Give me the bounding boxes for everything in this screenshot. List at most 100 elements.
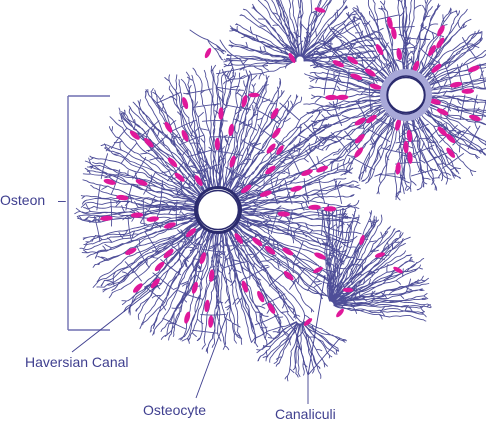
osteocyte-lacuna [387,16,393,29]
osteocyte-lacuna [282,247,294,256]
osteocyte-lacuna [412,60,420,73]
haversian-canal-leader [71,284,159,353]
osteocyte-lacuna [194,175,203,186]
osteocyte-lacuna [129,130,140,140]
osteocyte-lacuna [393,266,403,274]
osteocyte-lacuna [374,252,386,258]
osteocyte-lacuna [154,261,165,272]
osteocyte-lacuna [354,147,364,158]
osteocyte-lacuna [354,117,366,126]
osteocyte-lacuna [359,234,365,246]
osteocyte-lacuna [228,123,234,137]
osteon-bracket [67,95,110,331]
osteocyte-lacuna [218,107,224,120]
canaliculi-lines [74,0,486,382]
osteocyte-lacuna [406,129,413,143]
canaliculi-leader [294,274,341,404]
osteocyte-lacuna [396,47,402,61]
osteocyte-lacuna [132,283,143,293]
canaliculi-network [74,0,486,382]
osteocyte-lacuna [436,37,445,49]
osteocyte-lacuna [336,94,349,101]
osteocyte-lacuna [167,157,178,168]
osteocyte-lacuna [395,162,401,175]
osteon-label-dash: – [58,192,66,208]
haversian-canal-wall [380,69,432,121]
osteocyte-label: Osteocyte [143,402,207,418]
osteocyte-lacuna [366,114,377,124]
osteocyte-lacuna [468,65,480,73]
osteocyte-lacuna [163,248,174,259]
osteocyte-lacuna [313,266,323,274]
osteocyte-lacuna [354,134,365,144]
haversian-canal-lumen [196,189,240,231]
osteocyte-lacuna [130,212,144,218]
osteocyte-lacuna [469,114,481,122]
osteocyte-lacuna [314,252,326,260]
osteocyte-lacuna [252,237,263,247]
osteocyte-lacuna [350,73,363,81]
osteocyte-lacuna [446,147,456,158]
osteocyte-lacuna [437,126,448,137]
osteocyte-lacuna [403,140,409,154]
osteocyte-lacuna [229,155,236,168]
osteocyte-lacuna [143,137,154,148]
osteon-label: Osteon [0,192,46,208]
osteocyte-lacuna [264,245,276,255]
osteocyte-lacuna [391,26,397,40]
osteocyte-lacuna [407,151,413,164]
osteocyte-lacuna [185,228,197,238]
osteocyte-lacuna [325,94,338,101]
osteocyte-lacuna [428,45,436,56]
osteocyte-lacuna [181,130,189,142]
osteocyte-lacuna [276,145,284,155]
osteocyte-lacuna [369,83,382,90]
osteocyte-lacuna [450,81,463,88]
osteocyte-lacuna [314,7,326,13]
osteocyte-lacuna [461,88,474,94]
osteocyte-lacuna [436,108,449,116]
osteocyte-lacuna [208,269,215,282]
osteocyte-lacuna [100,215,113,221]
osteocyte-lacuna [116,194,129,201]
osteocyte-lacuna [135,179,148,186]
osteocyte-lacuna [191,281,198,294]
osteocyte-lacuna [301,169,313,176]
osteocyte-lacuna [445,133,456,144]
osteocyte-lacuna [266,143,276,154]
osteocyte-lacuna [303,318,313,326]
haversian-canal-wall [194,186,242,234]
osteocyte-lacuna [323,206,337,212]
osteocyte-lacuna [347,56,358,65]
osteocyte-lacuna [336,308,344,318]
osteocyte-lacuna [125,247,137,255]
osteocyte-lacuna [375,44,384,56]
osteocyte-lacuna [272,127,281,139]
osteocyte-lacuna [174,172,185,182]
osteocyte-lacuna [270,108,279,120]
osteocyte-lacuna [248,92,260,98]
osteocyte-lacuna [241,280,248,293]
label-leader-lines [67,95,341,404]
haversian-canal-lumen [386,76,426,114]
osteocyte-lacuna [214,137,221,151]
osteocyte-lacuna [184,311,191,324]
osteocyte-lacuna [241,95,248,108]
osteocyte-lacuna [146,216,159,222]
osteocyte-lacuna [332,60,345,68]
osteocyte-lacuna [103,178,116,185]
canaliculi-label: Canaliculi [275,406,336,422]
osteocyte-lacuna [208,315,214,328]
osteocyte-lacuna [316,165,328,173]
osteocyte-lacuna [277,211,290,217]
osteocyte-lacuna [437,25,445,37]
osteocyte-lacuna [234,233,243,244]
osteocyte-lacuna [164,121,173,133]
osteocyte-leader [195,311,229,399]
osteocyte-lacuna [283,271,294,281]
osteocyte-lacuna [428,98,441,105]
osteocyte-lacuna [288,53,296,63]
osteocyte-lacuna [241,184,252,194]
